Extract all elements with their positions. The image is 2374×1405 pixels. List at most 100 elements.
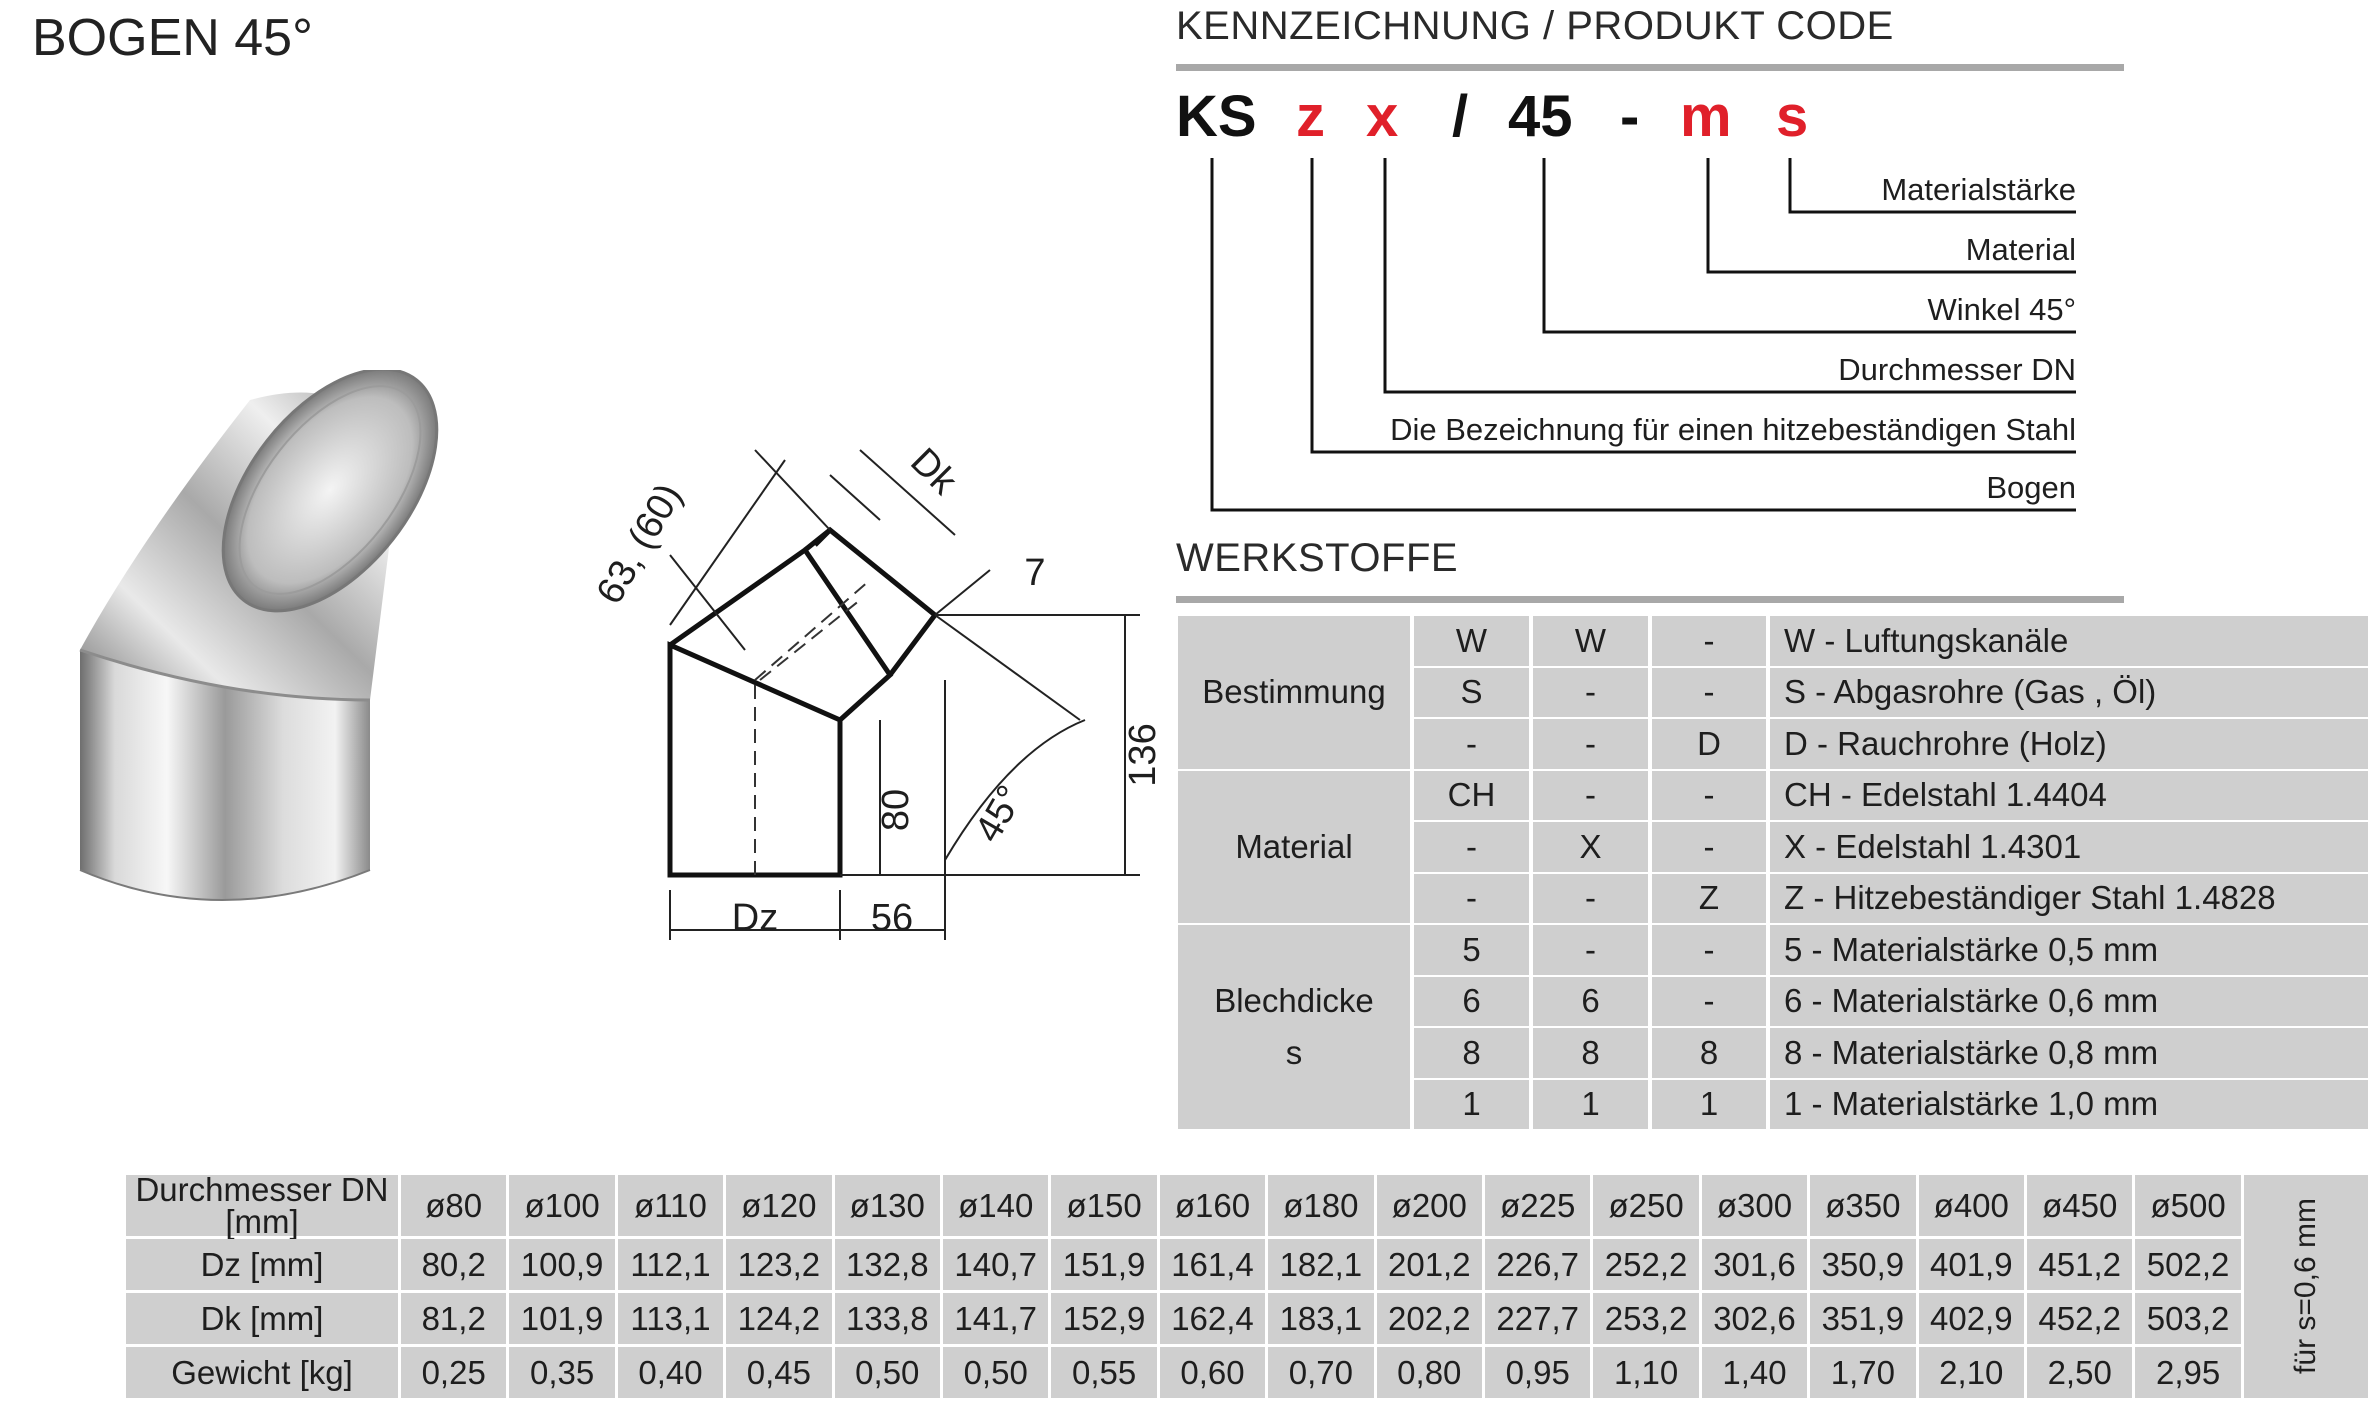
dimension-row-header: Dz [mm]: [126, 1239, 398, 1290]
code-part-3: /: [1452, 84, 1468, 149]
dimension-cell-dz: 80,2: [401, 1239, 507, 1290]
dimension-cell-dn: ø180: [1268, 1175, 1374, 1236]
dimension-cell-gewicht: 1,70: [1810, 1347, 1916, 1398]
dimension-cell-gewicht: 0,70: [1268, 1347, 1374, 1398]
werkstoffe-code-cell: 1: [1652, 1079, 1766, 1129]
werkstoffe-code-cell: -: [1652, 667, 1766, 717]
dimension-cell-gewicht: 0,45: [726, 1347, 832, 1398]
dimension-cell-dn: ø300: [1701, 1175, 1808, 1236]
werkstoffe-code-cell: 1: [1414, 1079, 1529, 1129]
dimension-cell-gewicht: 0,35: [509, 1347, 615, 1398]
elbow-upper-outline: [668, 546, 894, 722]
dim-dk-line: [859, 449, 956, 536]
label-seven: 7: [1024, 552, 1045, 594]
werkstoffe-group-label-line: s: [1285, 1034, 1303, 1071]
dimension-cell-dk: 113,1: [617, 1293, 724, 1344]
dimension-cell-dz: 100,9: [509, 1239, 615, 1290]
dimension-table: Durchmesser DN[mm]Dz [mm]Dk [mm]Gewicht …: [126, 1173, 2368, 1401]
label-dz: Dz: [732, 897, 778, 939]
werkstoffe-description: D - Rauchrohre (Holz): [1770, 719, 2368, 769]
code-part-5: -: [1620, 84, 1639, 149]
werkstoffe-code-cell: -: [1533, 719, 1648, 769]
werkstoffe-code-cell: X: [1533, 822, 1648, 872]
dimension-cell-dk: 452,2: [2027, 1293, 2133, 1344]
dimension-cell-gewicht: 1,40: [1701, 1347, 1808, 1398]
dimension-cell-dz: 201,2: [1376, 1239, 1482, 1290]
dimension-cell-dn: ø200: [1376, 1175, 1482, 1236]
code-part-2: x: [1366, 84, 1398, 149]
dimension-cell-dn: ø400: [1918, 1175, 2024, 1236]
code-part-6: m: [1680, 84, 1732, 149]
dimension-row-header: Dk [mm]: [126, 1293, 398, 1344]
werkstoffe-code-cell: -: [1533, 873, 1648, 923]
dimension-cell-dn: ø130: [834, 1175, 940, 1236]
werkstoffe-code-cell: W: [1414, 616, 1529, 666]
dimension-cell-dz: 252,2: [1593, 1239, 1699, 1290]
ext-line-c: [829, 474, 881, 521]
dimension-cell-gewicht: 0,95: [1485, 1347, 1591, 1398]
werkstoffe-description: X - Edelstahl 1.4301: [1770, 822, 2368, 872]
socket-edge: [813, 528, 832, 547]
label-height-total: 136: [1122, 723, 1160, 786]
legend-label-0: Materialstärke: [1881, 172, 2076, 207]
legend-label-5: Bogen: [1986, 470, 2076, 505]
werkstoffe-code-cell: -: [1652, 770, 1766, 820]
werkstoffe-code-cell: D: [1652, 719, 1766, 769]
werkstoffe-description: W - Luftungskanäle: [1770, 616, 2368, 666]
dimension-cell-dk: 351,9: [1810, 1293, 1916, 1344]
dim-length-line: [669, 459, 786, 626]
werkstoffe-code-cell: S: [1414, 667, 1529, 717]
werkstoffe-code-cell: -: [1533, 925, 1648, 975]
dimension-cell-dk: 253,2: [1593, 1293, 1699, 1344]
dimension-cell-dn: ø150: [1051, 1175, 1157, 1236]
ext-line-d: [934, 569, 991, 616]
code-part-0: KS: [1176, 84, 1257, 149]
legend-label-1: Material: [1966, 232, 2076, 267]
ext-line-a: [754, 449, 831, 531]
dimension-cell-dk: 141,7: [943, 1293, 1049, 1344]
dimension-row-header: Durchmesser DN[mm]: [126, 1173, 398, 1238]
werkstoffe-description: 5 - Materialstärke 0,5 mm: [1770, 925, 2368, 975]
elbow-photo: [79, 370, 439, 901]
dimension-cell-gewicht: 0,55: [1051, 1347, 1157, 1398]
werkstoffe-code-cell: 6: [1533, 976, 1648, 1026]
werkstoffe-code-cell: 5: [1414, 925, 1529, 975]
ext-line-b: [669, 554, 746, 651]
werkstoffe-code-cell: 8: [1652, 1028, 1766, 1078]
dimension-cell-dn: ø250: [1593, 1175, 1699, 1236]
dimension-cell-dn: ø120: [726, 1175, 832, 1236]
legend-label-2: Winkel 45°: [1927, 292, 2076, 327]
dimension-cell-gewicht: 0,40: [617, 1347, 724, 1398]
werkstoffe-code-cell: -: [1533, 770, 1648, 820]
legend-label-3: Durchmesser DN: [1838, 352, 2076, 387]
dimension-cell-dz: 140,7: [943, 1239, 1049, 1290]
dimension-cell-dk: 202,2: [1376, 1293, 1482, 1344]
label-offset: 56: [871, 897, 913, 939]
werkstoffe-code-cell: 8: [1414, 1028, 1529, 1078]
dimension-cell-dn: ø80: [401, 1175, 507, 1236]
werkstoffe-code-cell: -: [1414, 822, 1529, 872]
angle-arc: [944, 719, 1086, 861]
dimension-cell-dk: 124,2: [726, 1293, 832, 1344]
werkstoffe-code-cell: -: [1652, 925, 1766, 975]
werkstoffe-description: CH - Edelstahl 1.4404: [1770, 770, 2368, 820]
werkstoffe-code-cell: -: [1652, 822, 1766, 872]
werkstoffe-code-cell: -: [1414, 873, 1529, 923]
kennzeichnung-heading: KENNZEICHNUNG / PRODUKT CODE: [1176, 4, 1894, 48]
dimension-cell-dn: ø225: [1485, 1175, 1591, 1236]
werkstoffe-description: 1 - Materialstärke 1,0 mm: [1770, 1079, 2368, 1129]
dimension-cell-dz: 502,2: [2135, 1239, 2241, 1290]
werkstoffe-description: Z - Hitzebeständiger Stahl 1.4828: [1770, 873, 2368, 923]
dimension-cell-gewicht: 1,10: [1593, 1347, 1699, 1398]
dimension-cell-dz: 161,4: [1159, 1239, 1266, 1290]
dimension-cell-dk: 183,1: [1268, 1293, 1374, 1344]
werkstoffe-heading: WERKSTOFFE: [1176, 536, 1459, 580]
legend-label-4: Die Bezeichnung für einen hitzebeständig…: [1390, 412, 2076, 447]
werkstoffe-description: S - Abgasrohre (Gas , Öl): [1770, 667, 2368, 717]
code-part-4: 45: [1508, 84, 1573, 149]
dimension-cell-dn: ø160: [1159, 1175, 1266, 1236]
dimension-cell-dz: 350,9: [1810, 1239, 1916, 1290]
